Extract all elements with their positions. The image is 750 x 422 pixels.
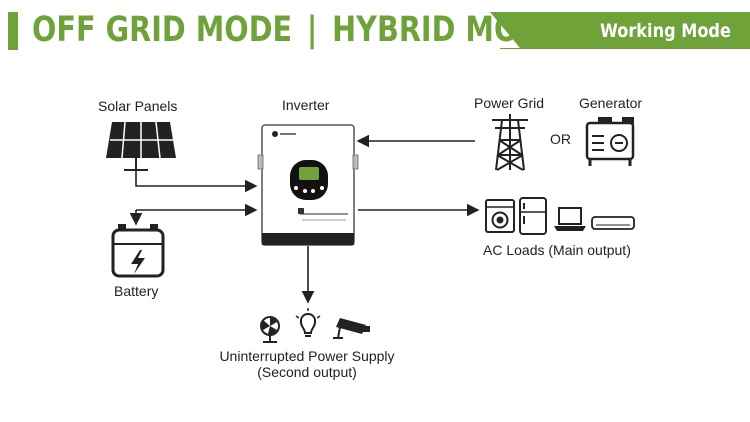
or-label: OR — [550, 131, 571, 147]
ups-label: Uninterrupted Power Supply (Second outpu… — [212, 348, 402, 380]
light-bulb-icon — [295, 308, 321, 337]
ups-label-line-2: (Second output) — [257, 364, 357, 380]
washing-machine-icon — [485, 199, 515, 233]
off-grid-mode-label: OFF GRID MODE — [32, 10, 293, 50]
generator-label: Generator — [579, 95, 643, 111]
solar-panel-icon — [106, 121, 176, 171]
solar-panels-label: Solar Panels — [98, 98, 178, 114]
battery-icon — [111, 224, 165, 278]
solar-to-inverter-arrow — [135, 170, 258, 193]
refrigerator-icon — [519, 197, 547, 235]
working-mode-label: Working Mode — [600, 20, 731, 42]
battery-label: Battery — [114, 283, 159, 299]
generator-icon — [585, 117, 635, 166]
ups-label-line-1: Uninterrupted Power Supply — [219, 348, 395, 364]
security-camera-icon — [333, 318, 370, 339]
fan-icon — [260, 316, 280, 343]
laptop-icon — [554, 207, 586, 231]
header-accent-bar — [8, 12, 18, 50]
power-grid-tower-icon — [492, 114, 528, 171]
power-grid-label: Power Grid — [474, 95, 545, 111]
title-separator: | — [306, 10, 318, 50]
inverter-label: Inverter — [282, 97, 330, 113]
badge-underline — [500, 48, 750, 49]
air-conditioner-icon — [591, 216, 635, 230]
ac-loads-label: AC Loads (Main output) — [483, 242, 631, 258]
inverter-device — [257, 124, 359, 246]
working-mode-badge — [490, 12, 750, 48]
